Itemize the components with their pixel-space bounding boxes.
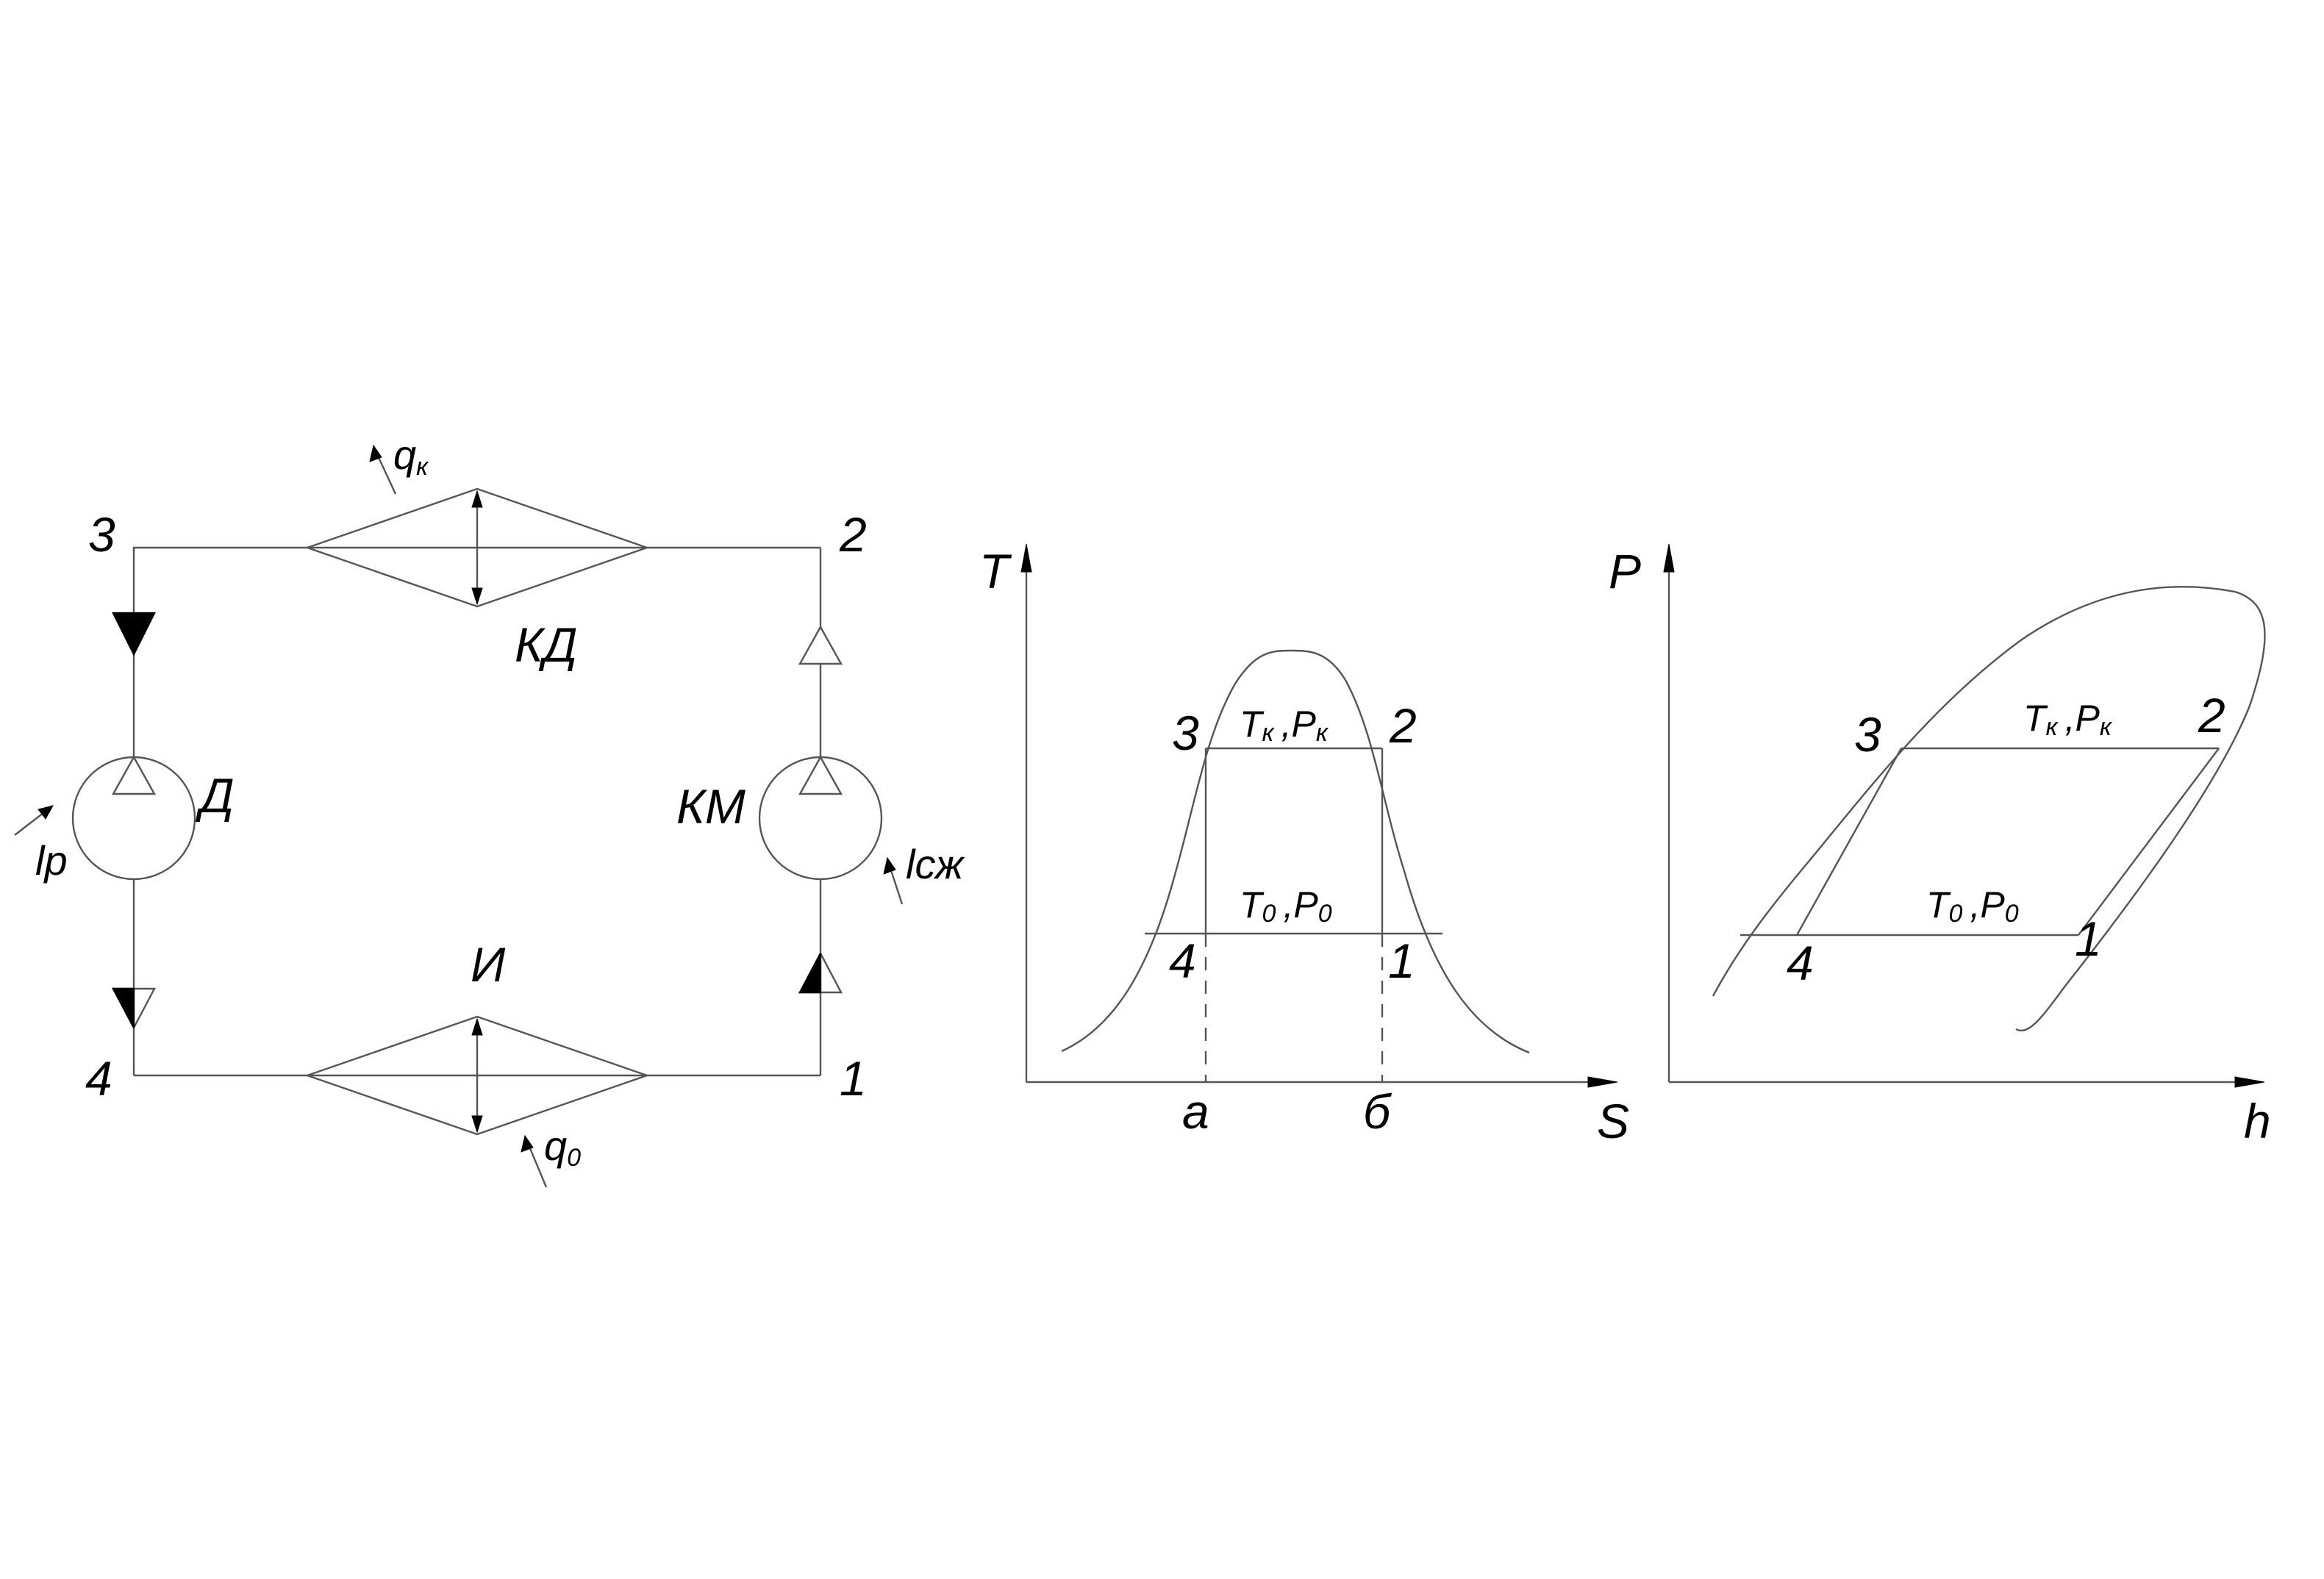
ph-lower-sep: , — [1970, 884, 1980, 925]
ph-upper-sep: , — [2065, 698, 2075, 739]
ts-lower-T: T — [1240, 884, 1265, 925]
ts-lower-P-sub: 0 — [1318, 900, 1332, 928]
ph-lower-P: P — [1980, 884, 2005, 925]
work-compressor-arrow — [888, 865, 904, 905]
compressor-triangle — [798, 755, 843, 795]
ph-axis-x-label: h — [2244, 1094, 2271, 1148]
expander-triangle — [111, 755, 157, 795]
ph-line-2-1 — [2078, 748, 2220, 936]
evaporator-arrow-up — [471, 1017, 483, 1036]
evaporator — [304, 1015, 650, 1136]
ts-lower-sep: , — [1283, 884, 1293, 925]
condenser-arrow-down — [471, 587, 483, 606]
ts-point-2: 2 — [1389, 698, 1417, 753]
ts-upper-T-sub: к — [1262, 719, 1276, 747]
node-1-label: 1 — [840, 1051, 867, 1106]
compressor-label: КМ — [676, 779, 746, 834]
ts-upper-sep: , — [1281, 703, 1292, 745]
flow-arrow-right-bottom-fill — [798, 953, 822, 994]
heat-in-arrow — [526, 1142, 548, 1188]
work-compressor-label: lсж — [906, 841, 965, 887]
ts-point-4: 4 — [1169, 934, 1196, 988]
node-4-label: 4 — [85, 1051, 112, 1106]
ph-lower-state-label: T0,P0 — [1926, 884, 2019, 928]
heat-in-label: q0 — [544, 1123, 581, 1172]
ph-upper-P-sub: к — [2100, 713, 2113, 741]
node-2-label: 2 — [839, 507, 867, 562]
condenser-arrow-up — [471, 490, 483, 508]
cycle-schematic: 3 2 4 1 КД И КМ Д qк q0 lр lсж — [14, 432, 965, 1188]
ph-upper-state-label: Tк,Pк — [2023, 698, 2113, 741]
ts-point-3: 3 — [1172, 706, 1199, 760]
ts-upper-P: P — [1292, 703, 1317, 745]
flow-arrow-left-bottom-fill — [112, 987, 135, 1028]
flow-arrow-left-top — [112, 612, 156, 656]
ph-point-2: 2 — [2198, 688, 2225, 742]
heat-out-arrowhead — [369, 444, 382, 462]
ts-lower-T-sub: 0 — [1262, 900, 1276, 928]
heat-out-label: qк — [393, 432, 429, 481]
ph-axis-y-label: P — [1609, 544, 1641, 598]
ts-upper-state-label: Tк,Pк — [1240, 703, 1329, 747]
ts-y-arrowhead — [1020, 543, 1032, 573]
condenser — [304, 487, 650, 608]
ts-axis-x-label: S — [1597, 1094, 1629, 1148]
heat-in-arrowhead — [521, 1134, 534, 1153]
ts-saturation-dome — [1061, 649, 1530, 1054]
ts-diagram: T S 3 2 4 1 а б Tк,Pк T0,P0 — [979, 543, 1629, 1148]
ph-lower-T: T — [1926, 884, 1951, 925]
work-compressor-arrowhead — [883, 856, 896, 875]
ph-x-arrowhead — [2234, 1076, 2265, 1088]
ph-upper-T: T — [2023, 698, 2048, 739]
heat-in-subscript: 0 — [567, 1144, 581, 1172]
work-expander-arrowhead — [37, 805, 54, 820]
ph-upper-P: P — [2075, 698, 2100, 739]
heat-out-subscript: к — [416, 453, 429, 481]
ph-point-1: 1 — [2075, 912, 2102, 966]
ts-axis-y-label: T — [979, 544, 1012, 598]
ph-upper-T-sub: к — [2046, 713, 2059, 741]
ph-saturation-curve — [1712, 586, 2266, 1031]
evaporator-label: И — [471, 937, 506, 992]
heat-out-symbol: q — [393, 432, 416, 478]
ph-point-4: 4 — [1787, 936, 1814, 990]
heat-in-symbol: q — [544, 1123, 567, 1169]
ts-x-arrowhead — [1587, 1076, 1618, 1088]
ph-y-arrowhead — [1663, 543, 1675, 573]
ts-lower-state-label: T0,P0 — [1240, 884, 1332, 928]
ph-point-3: 3 — [1854, 707, 1881, 762]
pipe-top-left — [132, 546, 307, 551]
ts-tick-b: б — [1363, 1084, 1392, 1139]
ph-lower-P-sub: 0 — [2005, 900, 2019, 928]
ts-upper-P-sub: к — [1316, 719, 1329, 747]
expander — [71, 755, 196, 881]
compressor — [758, 755, 883, 881]
ph-line-3-4 — [1795, 748, 1903, 936]
node-3-label: 3 — [88, 507, 115, 562]
ph-diagram: P h 3 2 4 1 Tк,Pк T0,P0 — [1609, 543, 2271, 1148]
ph-lower-T-sub: 0 — [1949, 900, 1963, 928]
evaporator-arrow-down — [471, 1115, 483, 1134]
condenser-label: КД — [515, 617, 577, 672]
ts-point-1: 1 — [1388, 934, 1415, 988]
work-expander-label: lр — [35, 837, 68, 884]
ts-tick-a: а — [1182, 1084, 1209, 1139]
ts-lower-P: P — [1293, 884, 1318, 925]
flow-arrow-right-top — [798, 625, 843, 665]
expander-label: Д — [195, 768, 234, 823]
ts-upper-T: T — [1240, 703, 1265, 745]
heat-out-arrow — [375, 452, 397, 495]
